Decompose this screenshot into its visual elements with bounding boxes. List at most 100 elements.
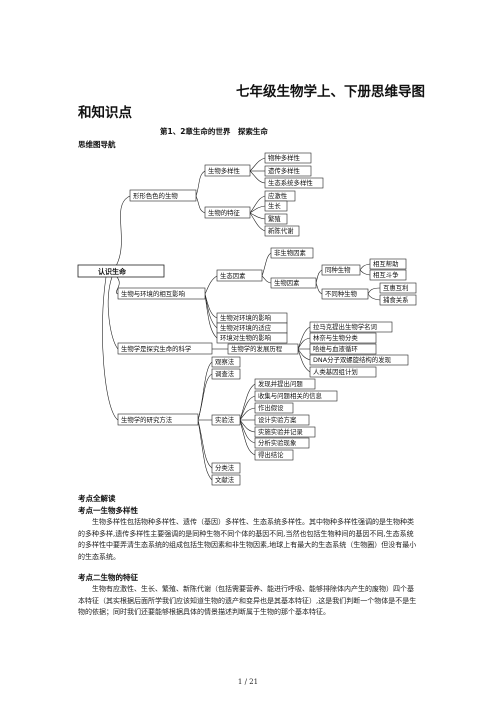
point1-paragraph: 生物多样性包括物种多样性、遗传（基因）多样性、生态系统多样性。其中物种多样性强调… xyxy=(78,518,417,561)
svg-text:生态系统多样性: 生态系统多样性 xyxy=(268,178,313,187)
node-different-species: 不同种生物 xyxy=(321,288,369,300)
svg-text:环境对生物的影响: 环境对生物的影响 xyxy=(220,333,271,342)
node-observation-method: 观察法 xyxy=(211,356,241,368)
svg-text:生物学的研究方法: 生物学的研究方法 xyxy=(121,415,173,424)
svg-text:林奈与生物分类: 林奈与生物分类 xyxy=(313,333,358,342)
node-analyze-phenomena: 分析实验现象 xyxy=(254,437,310,449)
svg-text:观察法: 观察法 xyxy=(215,357,235,366)
svg-text:文献法: 文献法 xyxy=(215,475,235,484)
svg-text:生物对环境的适应: 生物对环境的适应 xyxy=(220,323,272,332)
svg-text:非生物因素: 非生物因素 xyxy=(274,248,307,257)
svg-text:生物学的发展历程: 生物学的发展历程 xyxy=(231,344,283,353)
document-title: 七年级生物学上、下册思维导图 xyxy=(236,84,425,100)
node-mutualism: 互惠互利 xyxy=(379,282,417,294)
node-mutual-help: 相互帮助 xyxy=(369,258,407,270)
svg-text:设计实验方案: 设计实验方案 xyxy=(258,415,297,424)
svg-text:拉马克提出生物学名词: 拉马克提出生物学名词 xyxy=(313,322,377,331)
svg-text:互惠互利: 互惠互利 xyxy=(383,283,409,292)
svg-text:人类基因组计划: 人类基因组计划 xyxy=(313,367,358,376)
node-irritability: 应激性 xyxy=(264,190,296,202)
svg-text:不同种生物: 不同种生物 xyxy=(325,289,358,298)
svg-text:分析实验现象: 分析实验现象 xyxy=(258,438,297,447)
svg-text:生物的特征: 生物的特征 xyxy=(208,208,241,217)
node-dna-discovery: DNA分子双螺旋结构的发现 xyxy=(309,354,409,366)
svg-text:生态因素: 生态因素 xyxy=(220,271,246,280)
page-number: 1 / 21 xyxy=(237,678,259,686)
point2-title: 考点二生物的特征 xyxy=(78,573,138,582)
svg-text:分类法: 分类法 xyxy=(215,463,235,472)
mind-map-root: 认识生命 xyxy=(77,264,165,278)
node-conduct-record: 实施实验并记录 xyxy=(254,426,316,438)
node-biology-history: 生物学的发展历程 xyxy=(227,343,299,355)
node-draw-conclusion: 得出结论 xyxy=(254,449,294,461)
branch-organism-environment: 生物与环境的相互影响 xyxy=(117,287,206,300)
node-linnaeus: 林奈与生物分类 xyxy=(309,332,377,344)
mindmap-nav-heading: 思维图导航 xyxy=(78,140,116,149)
svg-text:得出结论: 得出结论 xyxy=(258,450,284,459)
svg-text:遗传多样性: 遗传多样性 xyxy=(268,166,301,175)
svg-text:物种多样性: 物种多样性 xyxy=(268,153,301,162)
chapter-heading: 第1、2章生命的世界 探索生命 xyxy=(160,127,268,136)
node-metabolism: 新陈代谢 xyxy=(264,225,300,237)
node-ecological-factors: 生态因素 xyxy=(216,269,263,282)
svg-text:发现并提出问题: 发现并提出问题 xyxy=(258,379,303,388)
svg-text:同种生物: 同种生物 xyxy=(325,265,351,274)
svg-text:应激性: 应激性 xyxy=(268,191,288,200)
node-growth: 生长 xyxy=(264,200,288,212)
node-biotic-factors: 生物因素 xyxy=(270,277,317,289)
node-same-species: 同种生物 xyxy=(321,264,361,276)
svg-text:繁殖: 繁殖 xyxy=(268,214,281,223)
node-biodiversity: 生物多样性 xyxy=(204,164,251,177)
node-reproduction: 繁殖 xyxy=(264,213,288,225)
svg-text:生物学是探究生命的科学: 生物学是探究生命的科学 xyxy=(121,344,192,353)
svg-text:形形色色的生物: 形形色色的生物 xyxy=(133,191,178,200)
svg-text:生物对环境的影响: 生物对环境的影响 xyxy=(220,313,271,322)
node-harvey: 哈维与血液循环 xyxy=(309,343,377,355)
document-title-continued: 和知识点 xyxy=(78,105,132,121)
node-raise-question: 发现并提出问题 xyxy=(254,378,316,390)
node-literature-method: 文献法 xyxy=(211,474,241,486)
node-organism-affects-env: 生物对环境的影响 xyxy=(216,312,288,324)
node-life-characteristics: 生物的特征 xyxy=(204,206,251,219)
section-heading: 考点全解读 xyxy=(78,494,116,503)
node-classification-method: 分类法 xyxy=(211,462,241,474)
node-env-affects-organism: 环境对生物的影响 xyxy=(216,332,288,344)
node-abiotic-factors: 非生物因素 xyxy=(270,247,314,259)
svg-text:实施实验并记录: 实施实验并记录 xyxy=(258,427,303,436)
node-predation: 捕食关系 xyxy=(379,294,417,306)
node-organism-adapts-env: 生物对环境的适应 xyxy=(216,322,288,334)
svg-text:生长: 生长 xyxy=(268,201,281,210)
point2-paragraph: 生物有应激性、生长、繁殖、新陈代谢（包括需要营养、能进行呼吸、能够排除体内产生的… xyxy=(78,585,417,617)
node-experiment-method: 实验法 xyxy=(211,414,241,426)
mind-map-connectors xyxy=(102,157,381,481)
point1-title: 考点一生物多样性 xyxy=(78,506,138,515)
node-mutual-struggle: 相互斗争 xyxy=(369,269,407,281)
svg-text:作出假设: 作出假设 xyxy=(258,403,284,412)
svg-text:生物因素: 生物因素 xyxy=(274,278,300,287)
node-human-genome: 人类基因组计划 xyxy=(309,366,377,378)
node-genetic-diversity: 遗传多样性 xyxy=(264,165,312,177)
svg-text:调查法: 调查法 xyxy=(215,369,235,378)
svg-text:生物与环境的相互影响: 生物与环境的相互影响 xyxy=(121,289,185,298)
node-survey-method: 调查法 xyxy=(211,368,241,380)
branch-diverse-organisms: 形形色色的生物 xyxy=(129,189,197,202)
node-hypothesis: 作出假设 xyxy=(254,402,294,414)
svg-text:DNA分子双螺旋结构的发现: DNA分子双螺旋结构的发现 xyxy=(313,355,392,364)
svg-text:生物多样性: 生物多样性 xyxy=(208,166,241,175)
node-collect-info: 收集与问题相关的信息 xyxy=(254,390,338,402)
svg-text:实验法: 实验法 xyxy=(215,415,235,424)
node-design-experiment: 设计实验方案 xyxy=(254,414,310,426)
svg-text:新陈代谢: 新陈代谢 xyxy=(268,226,294,235)
branch-research-methods: 生物学的研究方法 xyxy=(117,413,199,426)
svg-text:捕食关系: 捕食关系 xyxy=(383,295,409,304)
svg-text:收集与问题相关的信息: 收集与问题相关的信息 xyxy=(258,391,323,400)
svg-text:认识生命: 认识生命 xyxy=(98,267,127,276)
svg-text:哈维与血液循环: 哈维与血液循环 xyxy=(313,344,358,353)
svg-text:相互帮助: 相互帮助 xyxy=(373,259,399,268)
node-lamarck: 拉马克提出生物学名词 xyxy=(309,321,393,333)
node-ecosystem-diversity: 生态系统多样性 xyxy=(264,177,324,189)
node-species-diversity: 物种多样性 xyxy=(264,152,312,164)
svg-text:相互斗争: 相互斗争 xyxy=(373,270,399,279)
branch-biology-science: 生物学是探究生命的科学 xyxy=(117,342,213,355)
